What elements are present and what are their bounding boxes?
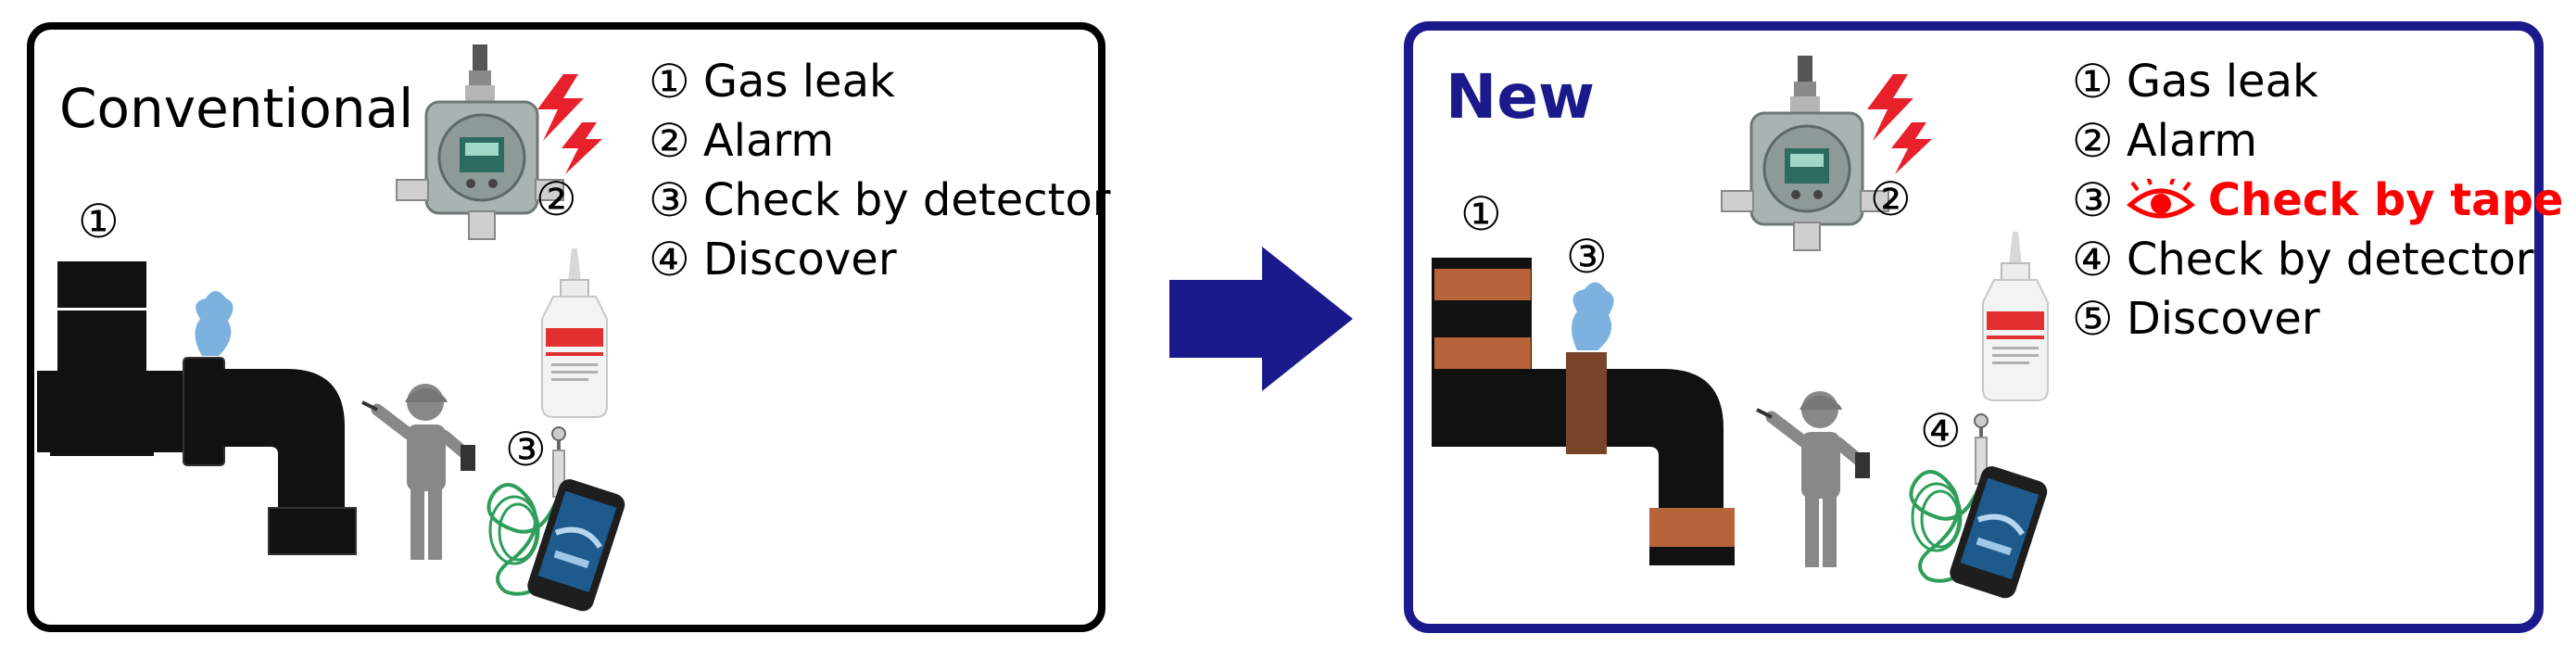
new-leak-marker: ① [1460,187,1502,241]
new-title: New [1446,61,1595,133]
gas-plume-icon [1572,282,1614,350]
new-detector-marker: ④ [1920,404,1962,458]
list-item-highlighted: ③ Check by tape [2072,173,2564,227]
conventional-detector-marker: ③ [505,423,547,476]
new-tape-marker: ③ [1566,230,1608,284]
gas-plume-icon [195,291,234,356]
conventional-title: Conventional [59,77,414,140]
repair-tape [1434,269,1735,547]
conventional-leak-marker: ① [78,195,120,248]
eye-icon [2126,179,2195,219]
conventional-pipe [37,261,357,555]
conventional-alarm-marker: ② [536,172,577,226]
transition-arrow-icon [1169,247,1353,391]
new-alarm-marker: ② [1870,172,1912,226]
